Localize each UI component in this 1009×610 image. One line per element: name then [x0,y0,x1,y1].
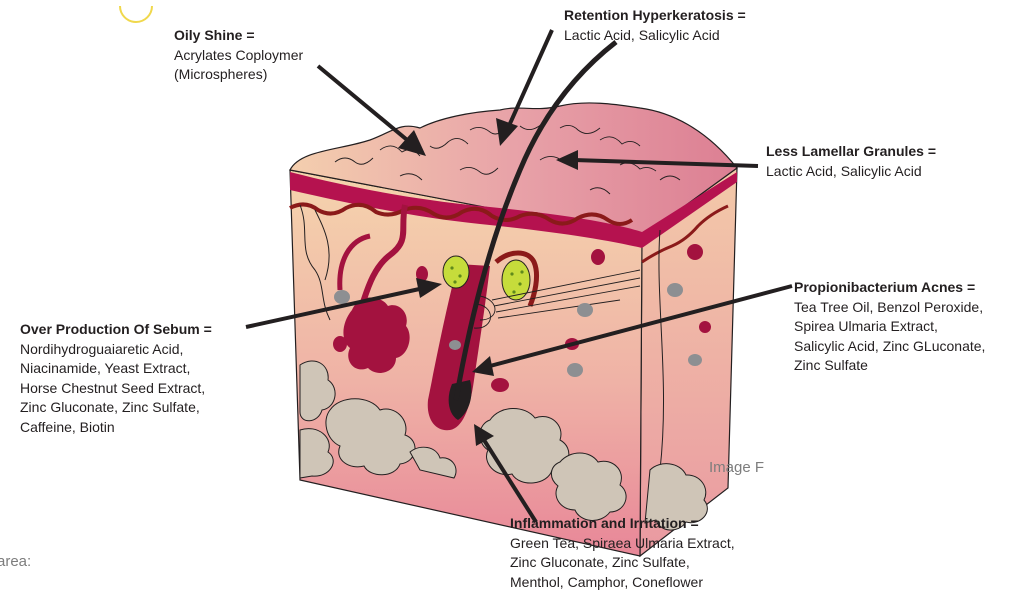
label-inflammation-line: Green Tea, Spiraea Ulmaria Extract, [510,534,735,554]
label-acnes: Propionibacterium Acnes = Tea Tree Oil, … [794,278,985,376]
label-inflammation: Inflammation and Irritation = Green Tea,… [510,514,735,592]
label-acnes-line: Spirea Ulmaria Extract, [794,317,985,337]
label-oily-shine-line: Acrylates Coploymer [174,46,303,66]
label-oily-shine: Oily Shine = Acrylates Coploymer (Micros… [174,26,303,85]
label-inflammation-line: Menthol, Camphor, Coneflower [510,573,735,593]
label-sebum-line: Caffeine, Biotin [20,418,212,438]
sebum-gland-right [502,260,530,300]
label-sebum-line: Zinc Gluconate, Zinc Sulfate, [20,398,212,418]
label-inflammation-title: Inflammation and Irritation = [510,514,735,534]
label-inflammation-line: Zinc Gluconate, Zinc Sulfate, [510,553,735,573]
label-acnes-title: Propionibacterium Acnes = [794,278,985,298]
label-sebum-title: Over Production Of Sebum = [20,320,212,340]
label-oily-shine-title: Oily Shine = [174,26,303,46]
clipped-text: area: [0,553,31,570]
label-lamellar-title: Less Lamellar Granules = [766,142,936,162]
label-sebum: Over Production Of Sebum = Nordihydrogua… [20,320,212,437]
label-sebum-line: Niacinamide, Yeast Extract, [20,359,212,379]
label-oily-shine-line: (Microspheres) [174,65,303,85]
label-acnes-line: Zinc Sulfate [794,356,985,376]
label-retention-title: Retention Hyperkeratosis = [564,6,746,26]
label-retention: Retention Hyperkeratosis = Lactic Acid, … [564,6,746,45]
label-lamellar-line: Lactic Acid, Salicylic Acid [766,162,936,182]
figure-caption: Image F [709,459,764,476]
label-sebum-line: Nordihydroguaiaretic Acid, [20,340,212,360]
label-sebum-line: Horse Chestnut Seed Extract, [20,379,212,399]
ring-icon [120,6,152,22]
label-lamellar: Less Lamellar Granules = Lactic Acid, Sa… [766,142,936,181]
label-retention-line: Lactic Acid, Salicylic Acid [564,26,746,46]
label-acnes-line: Salicylic Acid, Zinc GLuconate, [794,337,985,357]
label-acnes-line: Tea Tree Oil, Benzol Peroxide, [794,298,985,318]
